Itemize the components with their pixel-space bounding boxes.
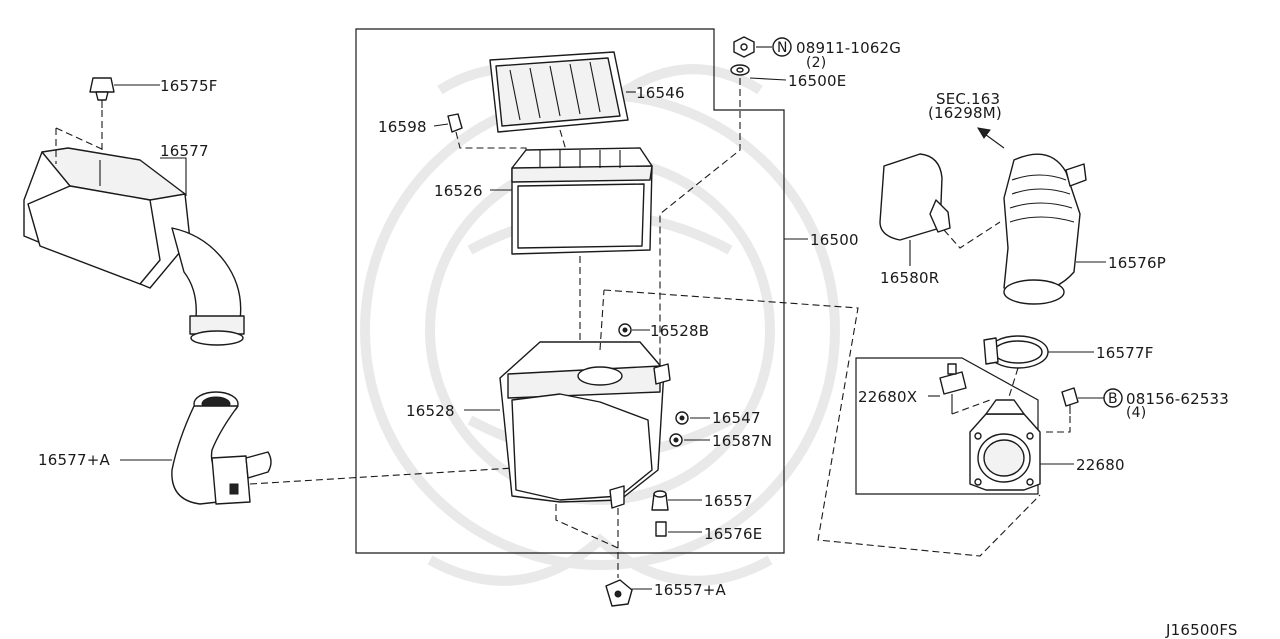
label-16526: 16526 xyxy=(434,182,483,200)
label-16528B: 16528B xyxy=(650,322,709,340)
diagram-id: J16500FS xyxy=(1165,621,1238,639)
bolt-16587N[interactable] xyxy=(669,433,683,447)
label-sec-163: SEC.163 xyxy=(936,90,1000,108)
washer-16500E[interactable] xyxy=(730,64,750,76)
elbow-duct-16577A[interactable] xyxy=(171,391,272,505)
label-22680X: 22680X xyxy=(858,388,917,406)
label-16577: 16577 xyxy=(160,142,209,160)
resonator-16580R[interactable] xyxy=(879,153,951,241)
sensor-22680X[interactable] xyxy=(939,363,967,414)
label-16587N: 16587N xyxy=(712,432,772,450)
upper-case-16526[interactable] xyxy=(511,147,653,255)
duct-16577[interactable] xyxy=(23,147,245,346)
label-bolt-qty: (4) xyxy=(1126,405,1146,421)
label-16598: 16598 xyxy=(378,118,427,136)
clip-16598[interactable] xyxy=(447,113,463,133)
label-16557: 16557 xyxy=(704,492,753,510)
label-16576E: 16576E xyxy=(704,525,762,543)
label-16528: 16528 xyxy=(406,402,455,420)
label-16577F: 16577F xyxy=(1096,344,1154,362)
dashed-region-outline xyxy=(603,289,1041,557)
assembly-frame-16500 xyxy=(355,28,785,554)
intake-hose-16576P[interactable] xyxy=(1003,153,1087,305)
label-sec-16298M: (16298M) xyxy=(928,104,1002,122)
hose-clamp-16577F[interactable] xyxy=(983,335,1049,369)
label-22680: 22680 xyxy=(1076,456,1125,474)
clip-16575F[interactable] xyxy=(89,77,115,108)
nut-08911-1062G[interactable] xyxy=(733,36,755,58)
watermark-emblem xyxy=(360,64,840,586)
direction-arrow-icon xyxy=(977,127,1005,149)
grommet-16557[interactable] xyxy=(651,490,669,511)
label-nut-08911-1062G: 08911-1062G xyxy=(796,39,901,57)
grommet-16547[interactable] xyxy=(675,411,689,425)
bolt-08156-62533[interactable] xyxy=(1061,387,1079,414)
nut-symbol-circle xyxy=(772,37,792,57)
nut-symbol: N xyxy=(777,40,788,56)
filter-element-16546[interactable] xyxy=(489,51,629,133)
label-16500E: 16500E xyxy=(788,72,846,90)
stud-16576E[interactable] xyxy=(655,521,667,537)
lower-case-16528[interactable] xyxy=(499,341,671,509)
label-16547: 16547 xyxy=(712,409,761,427)
label-16575F: 16575F xyxy=(160,77,218,95)
label-bolt-08156-62533: 08156-62533 xyxy=(1126,390,1229,408)
label-16576P: 16576P xyxy=(1108,254,1166,272)
label-nut-qty: (2) xyxy=(806,55,826,71)
bolt-symbol-circle xyxy=(1103,388,1123,408)
bolt-symbol: B xyxy=(1108,391,1118,407)
label-16557A: 16557+A xyxy=(654,581,726,599)
label-16500: 16500 xyxy=(810,231,859,249)
label-16580R: 16580R xyxy=(880,269,939,287)
label-16546: 16546 xyxy=(636,84,685,102)
drain-valve-16557A[interactable] xyxy=(605,579,633,607)
label-16577A: 16577+A xyxy=(38,451,110,469)
grommet-16528B[interactable] xyxy=(618,323,632,337)
airflow-meter-22680[interactable] xyxy=(969,399,1041,491)
